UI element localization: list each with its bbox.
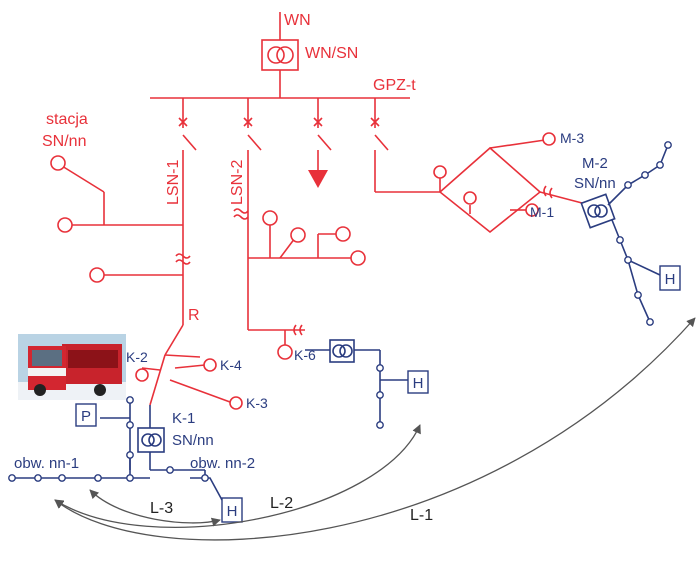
label-k1-sn-nn: SN/nn: [172, 432, 214, 449]
label-k3: K-3: [246, 395, 268, 411]
label-lsn-2: LSN-2: [229, 160, 246, 205]
p-box-label: P: [81, 408, 91, 425]
label-r: R: [188, 307, 200, 324]
label-m3: M-3: [560, 130, 584, 146]
transformer-icon: [137, 427, 165, 453]
route-l3: [89, 489, 221, 527]
h-box-right-label: H: [665, 271, 676, 288]
transformer-icon: [261, 39, 299, 71]
labels: WN WN/SN GPZ-t stacja SN/nn LSN-1 LSN-2 …: [14, 12, 675, 524]
h-box-bottom-label: H: [227, 503, 238, 520]
label-k4: K-4: [220, 357, 242, 373]
label-gpz: GPZ-t: [373, 77, 416, 94]
label-m1: M-1: [530, 204, 554, 220]
label-sn-nn-station: SN/nn: [42, 133, 86, 150]
route-arrows: [54, 317, 696, 541]
label-k1: K-1: [172, 410, 195, 427]
load-arrow-icon: [308, 170, 328, 188]
transformer-icon: [580, 193, 616, 229]
low-voltage-network: [8, 141, 681, 523]
label-wn: WN: [284, 12, 311, 29]
fire-truck-icon: [18, 334, 126, 400]
label-obw-nn-2: obw. nn-2: [190, 455, 255, 472]
label-k6: K-6: [294, 347, 316, 363]
h-box-middle-label: H: [413, 375, 424, 392]
breaker-marks: [178, 117, 380, 127]
label-obw-nn-1: obw. nn-1: [14, 455, 79, 472]
label-m2-sn-nn: SN/nn: [574, 175, 616, 192]
label-lsn-1: LSN-1: [165, 160, 182, 205]
lv-nodes-m2: [616, 141, 672, 326]
label-m2: M-2: [582, 155, 608, 172]
label-stacja: stacja: [46, 111, 88, 128]
label-k2: K-2: [126, 349, 148, 365]
label-wn-sn: WN/SN: [305, 45, 358, 62]
label-l2: L-2: [270, 495, 293, 512]
label-l1: L-1: [410, 507, 433, 524]
label-l3: L-3: [150, 500, 173, 517]
h-box-right: [659, 265, 681, 291]
transformer-icon: [329, 339, 355, 363]
